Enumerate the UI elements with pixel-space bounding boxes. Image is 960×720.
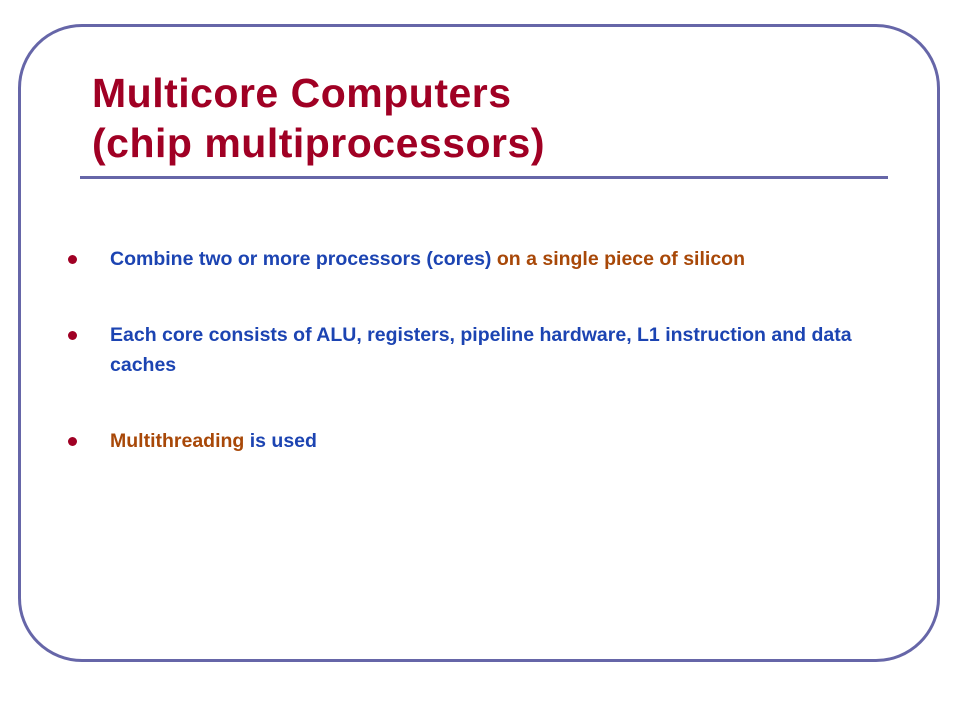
bullet-dot-icon — [68, 437, 77, 446]
bullet-item-multithreading: Multithreading is used — [66, 426, 856, 456]
bullet-item-combine-processors: Combine two or more processors (cores) o… — [66, 244, 856, 274]
slide-frame — [18, 24, 940, 662]
title-underline — [80, 176, 888, 179]
bullet-text-segment: Combine two or more processors (cores) — [110, 248, 497, 270]
bullet-text-segment: Each core consists of ALU, registers, pi… — [110, 324, 852, 376]
bullet-list: Combine two or more processors (cores) o… — [66, 244, 856, 456]
bullet-text-segment: on a single piece of silicon — [496, 248, 745, 270]
bullet-item-core-consists: Each core consists of ALU, registers, pi… — [66, 320, 856, 380]
slide-title-line-1: Multicore Computers — [92, 70, 512, 116]
bullet-dot-icon — [68, 255, 77, 264]
bullet-dot-icon — [68, 331, 77, 340]
bullet-text-segment: is used — [244, 430, 317, 452]
slide-title: Multicore Computers (chip multiprocessor… — [92, 68, 545, 168]
bullet-text-segment: Multithreading — [110, 430, 245, 452]
slide-title-line-2: (chip multiprocessors) — [92, 120, 545, 166]
